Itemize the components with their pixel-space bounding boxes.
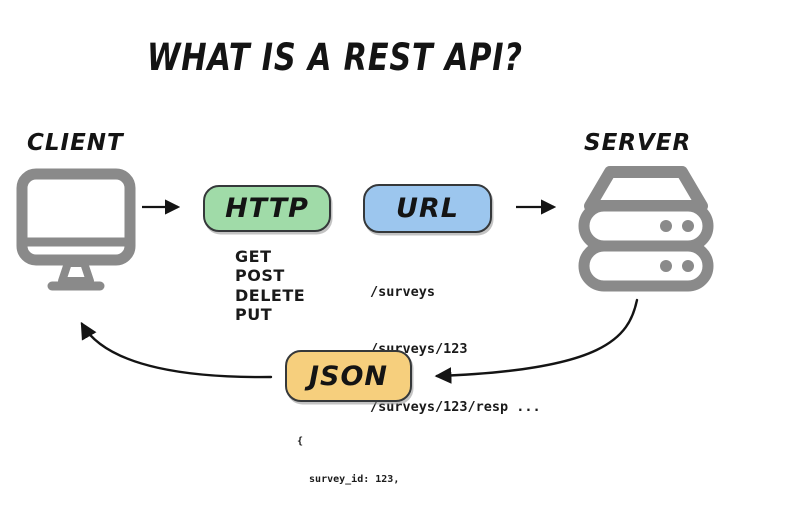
- client-monitor-icon: [16, 168, 136, 291]
- http-methods-list: GET POST DELETE PUT: [235, 247, 305, 324]
- json-response-code: { survey_id: 123, score: 9, message: "am…: [297, 410, 442, 505]
- http-method-get: GET: [235, 247, 272, 266]
- curved-arrow-json-to-client: [80, 321, 273, 379]
- server-led-dot: [682, 220, 694, 232]
- url-path: /surveys/123/resp ...: [370, 399, 541, 416]
- json-box: JSON: [285, 350, 412, 402]
- json-box-label: JSON: [308, 360, 389, 392]
- json-code-line: survey_id: 123,: [297, 473, 400, 485]
- http-box: HTTP: [203, 185, 331, 232]
- http-method-put: PUT: [235, 304, 273, 324]
- server-led-dot: [682, 260, 694, 272]
- http-box-label: HTTP: [225, 193, 309, 224]
- diagram-title: WHAT IS A REST API?: [147, 36, 523, 79]
- http-method-post: POST: [235, 266, 285, 286]
- client-label: CLIENT: [27, 130, 124, 156]
- server-led-dot: [660, 260, 672, 272]
- url-path: /surveys: [370, 283, 436, 300]
- server-stack-icon: [578, 166, 714, 292]
- json-code-line: {: [297, 435, 304, 447]
- url-box: URL: [363, 184, 492, 233]
- http-method-delete: DELETE: [235, 285, 306, 305]
- server-label: SERVER: [584, 130, 692, 156]
- server-led-dot: [660, 220, 672, 232]
- url-box-label: URL: [396, 193, 459, 224]
